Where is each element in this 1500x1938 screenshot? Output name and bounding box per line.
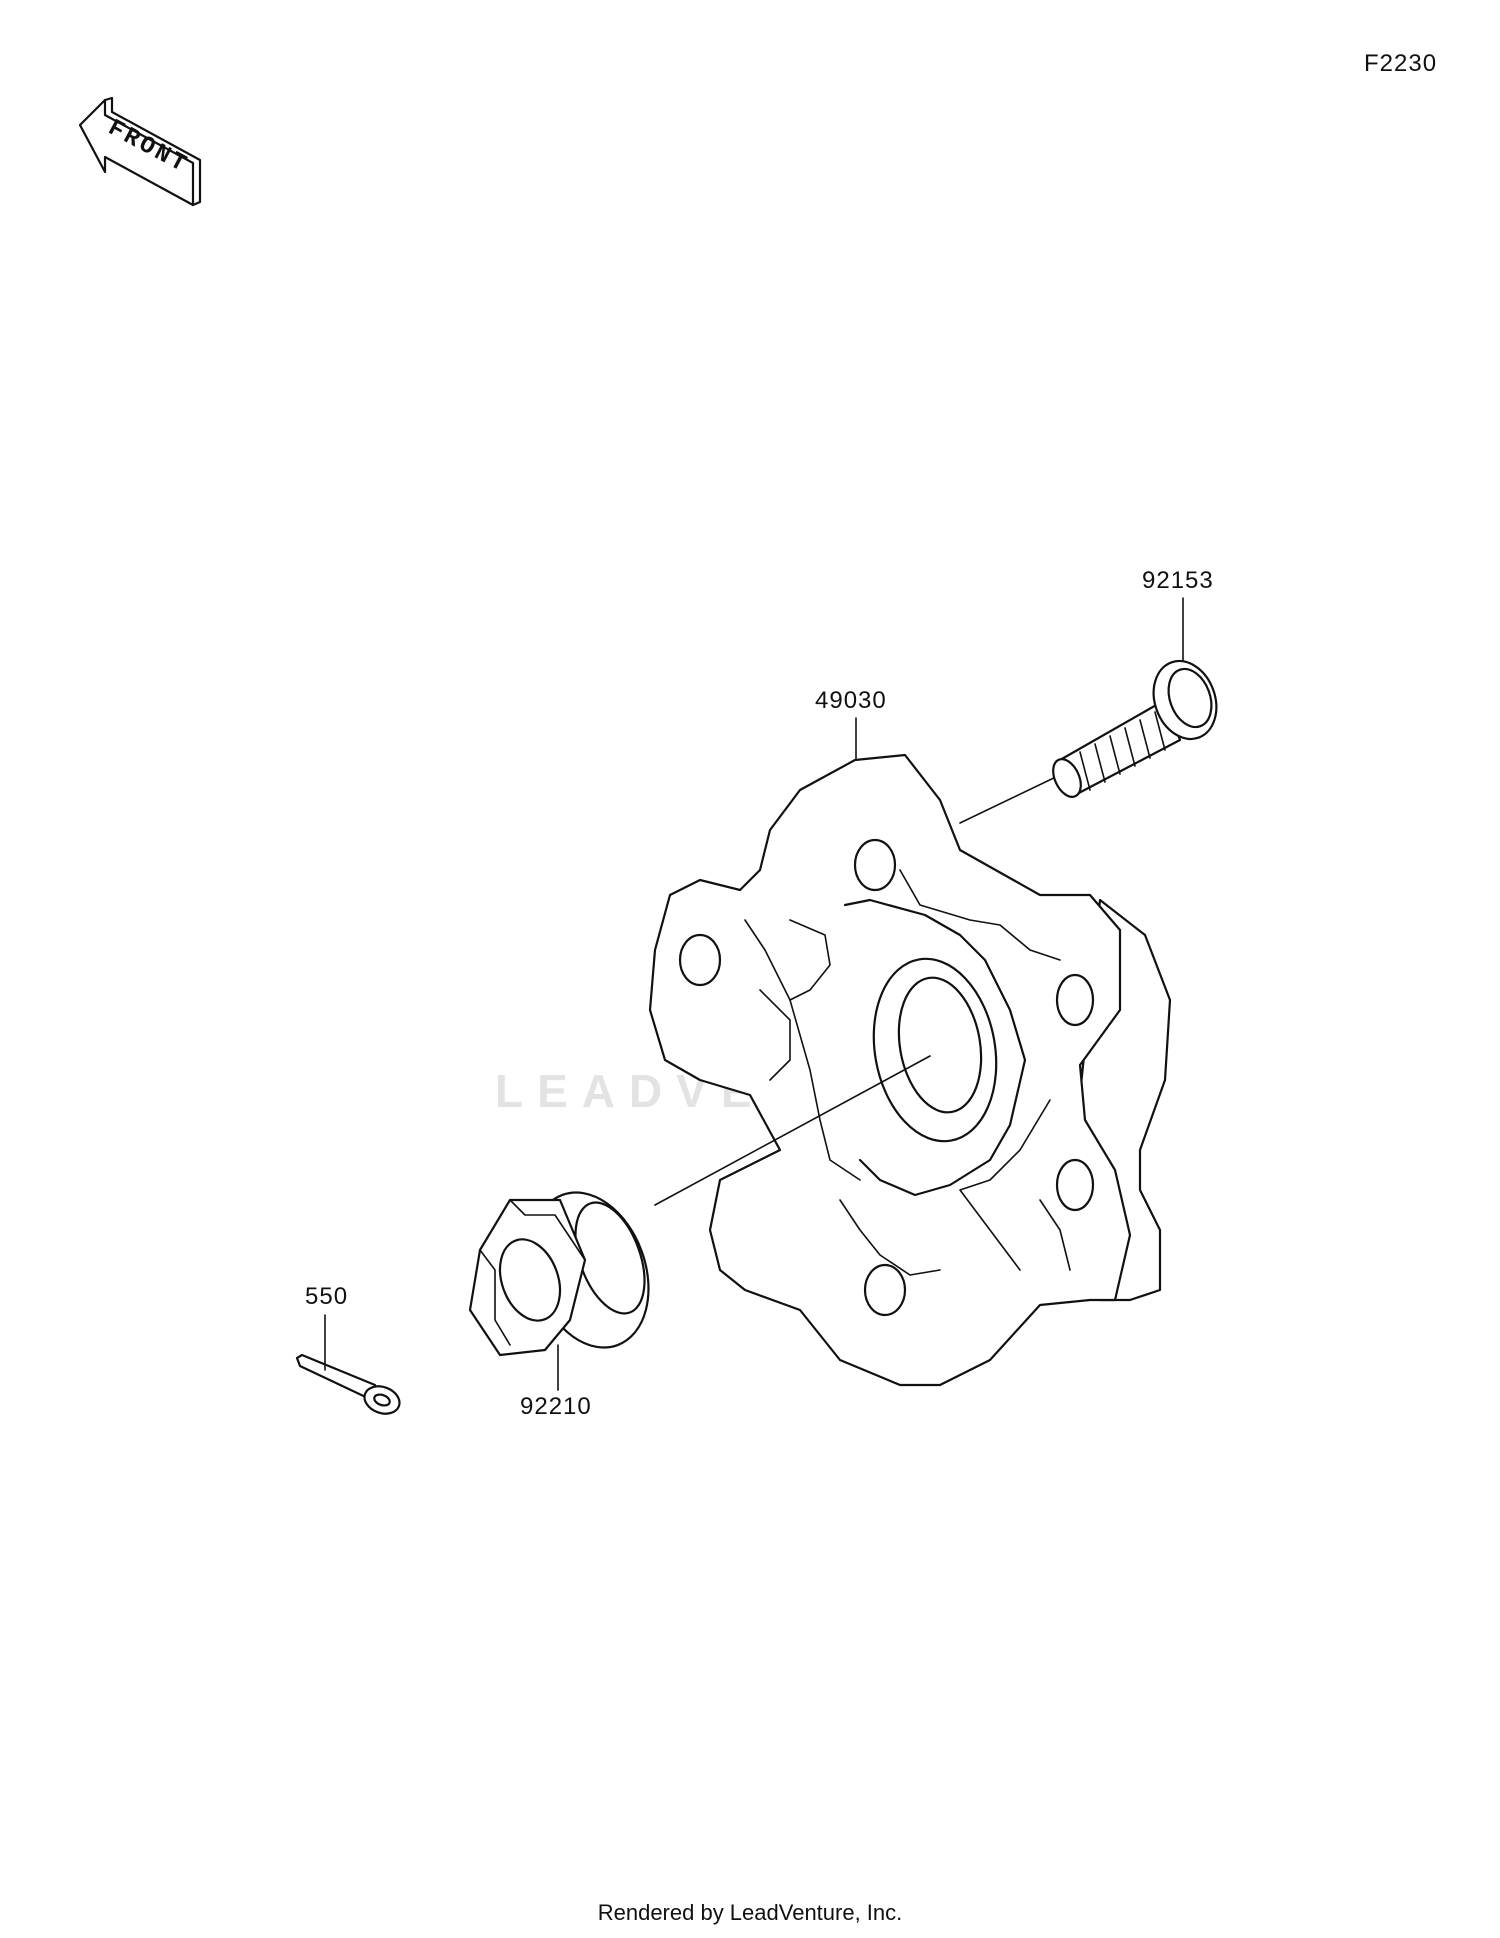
part-number-92153: 92153: [1142, 567, 1214, 594]
part-number-49030: 49030: [815, 687, 887, 714]
footer-credit: Rendered by LeadVenture, Inc.: [597, 1900, 903, 1925]
part-number-92210: 92210: [520, 1393, 592, 1420]
castle-nut-part: [468, 1191, 650, 1357]
cotter-pin-part: [295, 1353, 401, 1415]
wheel-stud-part: [1052, 659, 1218, 798]
hub-part: [648, 753, 1172, 1387]
front-arrow-icon: FRONT: [78, 96, 202, 207]
figure-code: F2230: [1364, 50, 1438, 77]
part-number-550: 550: [305, 1283, 349, 1310]
